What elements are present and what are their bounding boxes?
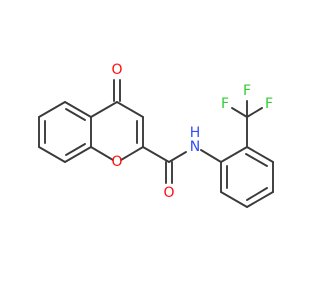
- double-bond-inner: [245, 153, 268, 167]
- bond: [246, 146, 274, 163]
- bond: [231, 107, 248, 118]
- bond: [64, 101, 92, 118]
- amide-hydrogen-label: H: [190, 125, 201, 141]
- double-bond-inner: [65, 108, 86, 121]
- bond: [90, 146, 114, 161]
- fluorine-top-label: F: [243, 83, 251, 99]
- bond: [246, 191, 274, 208]
- bond: [246, 107, 263, 118]
- chemical-structure-diagram: O O O N H F F F: [38, 62, 274, 208]
- bond: [142, 146, 170, 163]
- bond: [64, 146, 92, 163]
- bond: [116, 101, 144, 118]
- bond: [220, 146, 248, 163]
- bond: [38, 101, 66, 118]
- amide-oxygen-label: O: [163, 185, 174, 201]
- amide-group: [142, 146, 222, 184]
- double-bond-inner: [65, 143, 86, 156]
- chromone-benzene-ring: [38, 101, 92, 163]
- bond: [200, 149, 222, 163]
- trifluoromethyl-group: [231, 100, 263, 148]
- amide-nitrogen-label: N: [190, 139, 200, 155]
- carbonyl-oxygen-label: O: [111, 62, 122, 78]
- fluorine-left-label: F: [221, 96, 229, 112]
- ring-oxygen-label: O: [111, 154, 122, 170]
- bond: [38, 146, 66, 163]
- phenyl-ring: [220, 146, 274, 208]
- bond: [120, 146, 144, 161]
- bond: [90, 101, 118, 118]
- fluorine-right-label: F: [265, 96, 273, 112]
- pyranone-ring: [90, 79, 144, 161]
- double-bond-inner: [246, 187, 268, 201]
- bond: [220, 191, 248, 208]
- bond: [168, 151, 187, 163]
